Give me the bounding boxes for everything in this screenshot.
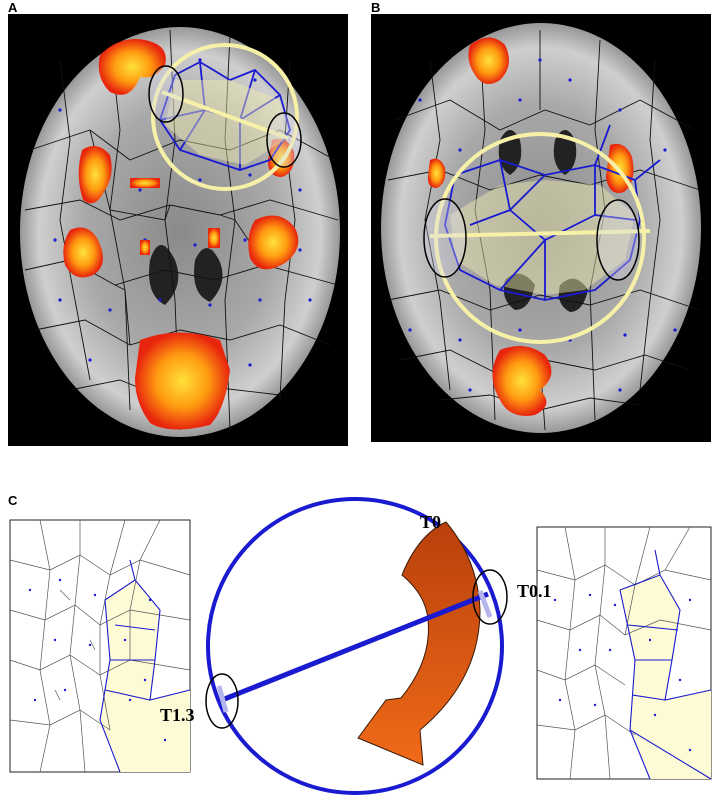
overlay-circle-b — [434, 132, 646, 344]
endpoint-ellipse-a-right — [266, 112, 302, 168]
brain-slice-b — [381, 23, 701, 433]
label-t0: T0 — [420, 512, 441, 532]
network-subgraph-b — [444, 124, 661, 301]
label-t13: T1.3 — [160, 705, 195, 725]
chord-tick-right — [477, 590, 493, 618]
seed-points-b — [408, 58, 677, 392]
voronoi-left-highlight — [100, 580, 190, 772]
panel-label-c: C — [8, 493, 18, 508]
chord-tick-left — [216, 685, 229, 713]
seed-points-a — [53, 58, 312, 372]
endpoint-ellipse-t01 — [472, 569, 508, 625]
endpoint-ellipse-b-left — [423, 198, 467, 278]
ventricle-a — [149, 245, 223, 305]
endpoint-ellipse-b-right — [596, 199, 640, 281]
panel-b — [371, 14, 711, 442]
rotation-diagram: T0 T0.1 T1.3 — [160, 497, 552, 795]
voronoi-right-seeds — [553, 593, 692, 752]
voronoi-diagram-right — [536, 526, 712, 780]
voronoi-left-network — [99, 559, 191, 773]
panel-label-a: A — [8, 0, 18, 15]
activation-clusters-a — [63, 39, 299, 430]
voronoi-right-network — [619, 549, 712, 780]
label-t01: T0.1 — [517, 581, 552, 601]
voronoi-left-seeds — [28, 578, 167, 742]
voronoi-diagram-left — [9, 519, 191, 773]
highlight-region-a — [165, 80, 285, 165]
network-subgraph-a — [159, 60, 291, 171]
voronoi-right-edges — [536, 526, 712, 780]
state-circle — [206, 497, 504, 795]
overlay-circle-a — [151, 43, 299, 191]
endpoint-ellipse-t13 — [205, 673, 239, 729]
rotation-arrow — [357, 521, 481, 766]
parcellation-grid-b — [387, 30, 701, 431]
voronoi-left-edges — [9, 519, 191, 773]
panel-label-b: B — [371, 0, 380, 15]
endpoint-ellipse-a-left — [148, 65, 184, 123]
panel-a — [8, 14, 348, 446]
state-chord — [221, 591, 489, 703]
